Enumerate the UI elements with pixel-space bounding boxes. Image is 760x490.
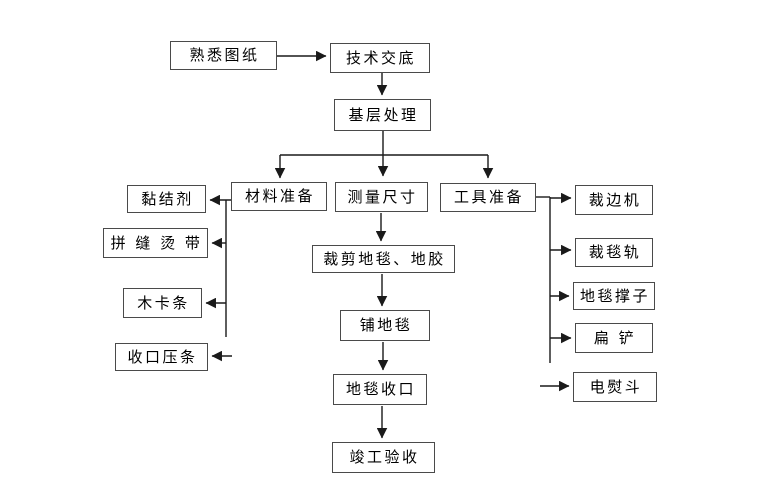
node-label: 铺地毯 <box>359 316 413 334</box>
node-label: 裁毯轨 <box>588 243 642 261</box>
node-familiarize-drawings: 熟悉图纸 <box>170 41 277 70</box>
node-label: 扁 铲 <box>593 328 637 347</box>
node-label: 技术交底 <box>345 48 416 67</box>
node-label: 收口压条 <box>127 347 198 366</box>
node-label: 黏结剂 <box>141 189 194 208</box>
node-carpet-closing: 地毯收口 <box>333 374 427 405</box>
node-label: 裁边机 <box>588 190 642 209</box>
node-label: 地毯收口 <box>345 380 416 398</box>
node-lay-carpet: 铺地毯 <box>340 310 430 341</box>
node-label: 工具准备 <box>453 188 524 206</box>
node-adhesive: 黏结剂 <box>127 185 206 213</box>
node-completion-acceptance: 竣工验收 <box>332 442 435 473</box>
node-flat-shovel: 扁 铲 <box>575 323 653 353</box>
node-seam-hot-tape: 拼 缝 烫 带 <box>103 228 208 258</box>
node-carpet-stretcher: 地毯撑子 <box>573 282 655 310</box>
node-cut-carpet-glue: 裁剪地毯、地胶 <box>312 245 455 273</box>
node-base-treatment: 基层处理 <box>334 99 431 131</box>
node-closing-pressure-strip: 收口压条 <box>115 343 208 371</box>
node-label: 基层处理 <box>348 105 419 124</box>
node-carpet-cutting-rail: 裁毯轨 <box>575 238 653 267</box>
node-electric-iron: 电熨斗 <box>573 372 657 402</box>
node-label: 拼 缝 烫 带 <box>110 233 203 252</box>
node-wood-clamp-strip: 木卡条 <box>123 288 202 318</box>
node-label: 裁剪地毯、地胶 <box>323 249 446 268</box>
node-label: 材料准备 <box>244 187 315 205</box>
node-edge-cutting-machine: 裁边机 <box>575 185 653 215</box>
node-measure-dimensions: 测量尺寸 <box>335 182 428 212</box>
node-label: 地毯撑子 <box>579 286 650 305</box>
node-technical-disclosure: 技术交底 <box>330 43 430 73</box>
node-label: 电熨斗 <box>589 377 643 396</box>
node-label: 竣工验收 <box>349 448 420 466</box>
node-material-preparation: 材料准备 <box>231 182 327 211</box>
node-tool-preparation: 工具准备 <box>440 183 536 212</box>
node-label: 熟悉图纸 <box>189 46 260 64</box>
node-label: 木卡条 <box>137 293 190 312</box>
node-label: 测量尺寸 <box>347 187 418 206</box>
